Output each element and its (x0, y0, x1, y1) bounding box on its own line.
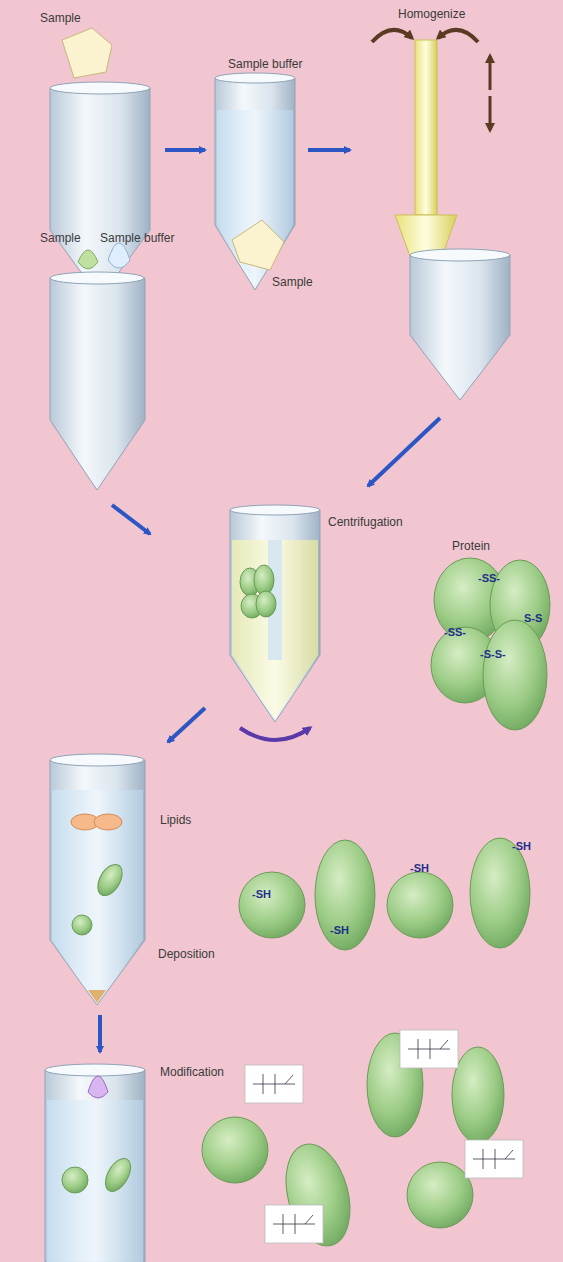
step-label: Centrifugation (328, 516, 403, 529)
disulfide-label: -S-S- (480, 648, 506, 660)
buffer-label: Sample buffer (100, 232, 175, 245)
step-label: Deposition (158, 948, 215, 961)
sample-label: Sample (40, 12, 81, 25)
thiol-label: -SH (512, 840, 531, 852)
thiol-label: -SH (252, 888, 271, 900)
disulfide-label: S-S (524, 612, 542, 624)
disulfide-label: -SS- (478, 572, 500, 584)
disulfide-label: -SS- (444, 626, 466, 638)
thiol-label: -SH (330, 924, 349, 936)
protein-label: Protein (452, 540, 490, 553)
sample-label: Sample (272, 276, 313, 289)
buffer-label: Sample buffer (228, 58, 303, 71)
sample-label: Sample (40, 232, 81, 245)
step-label: Modification (160, 1066, 224, 1079)
step-label: Homogenize (398, 8, 465, 21)
thiol-label: -SH (410, 862, 429, 874)
lipids-label: Lipids (160, 814, 191, 827)
